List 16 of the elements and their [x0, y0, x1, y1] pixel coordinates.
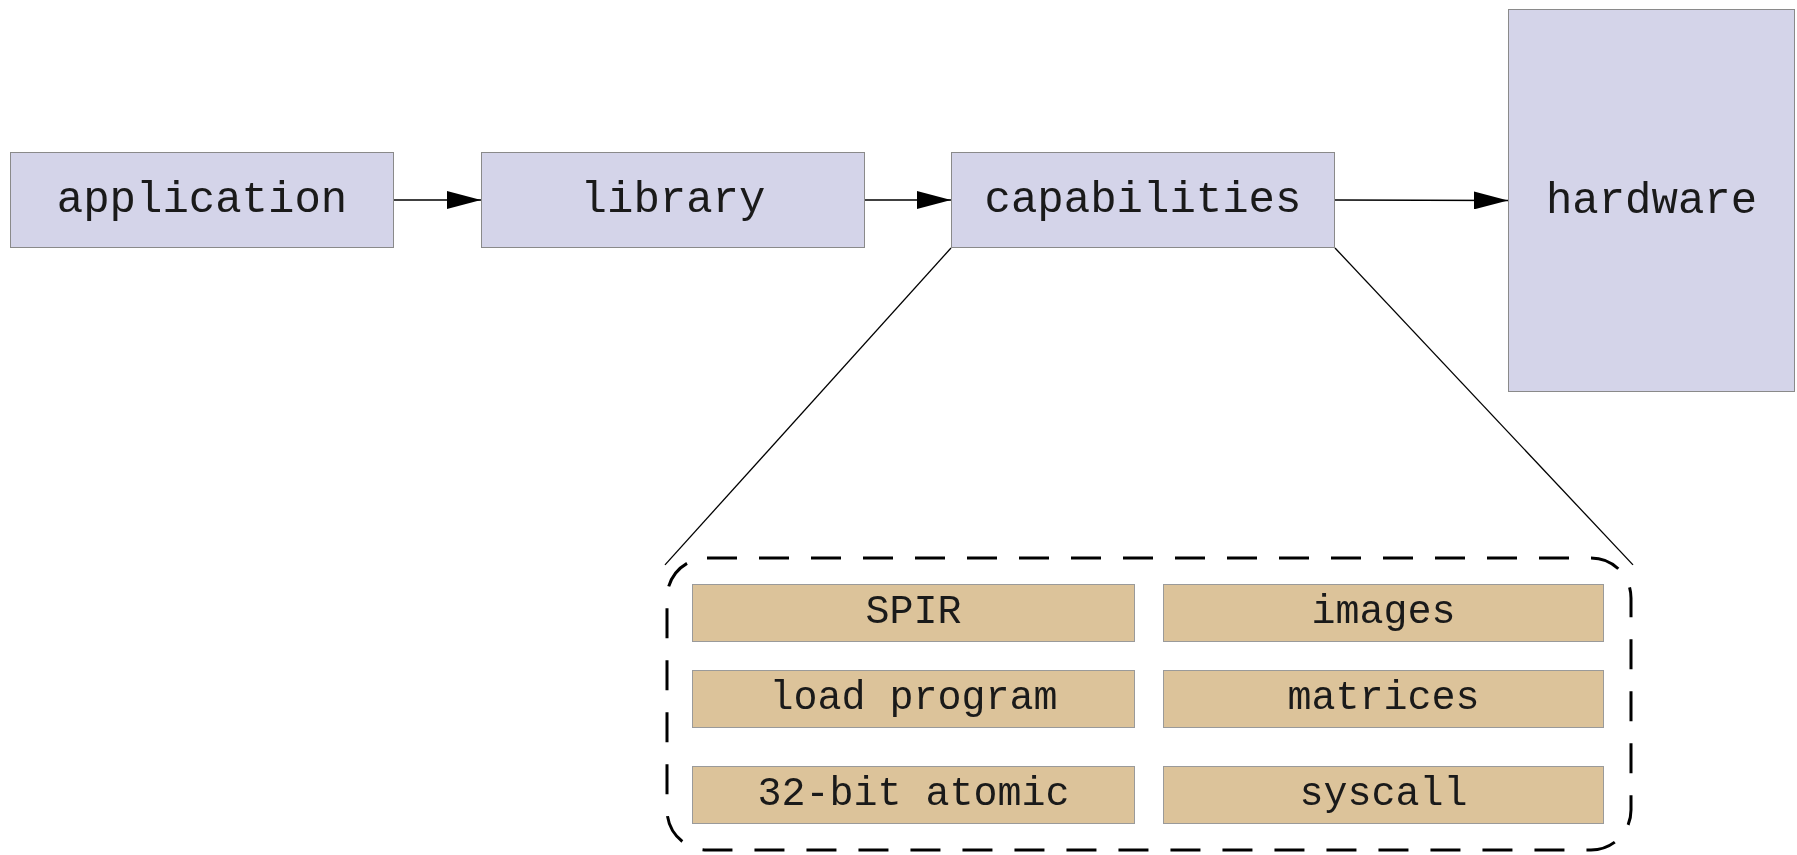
component-box: capabilities: [951, 152, 1335, 248]
capability-box: load program: [692, 670, 1135, 728]
component-box: library: [481, 152, 865, 248]
zoom-line: [664, 247, 952, 566]
component-box: hardware: [1508, 9, 1795, 392]
dashed-group-outline: [665, 556, 1633, 852]
capability-box: syscall: [1163, 766, 1604, 824]
arrow: [1334, 191, 1509, 210]
capability-box: SPIR: [692, 584, 1135, 642]
component-box: application: [10, 152, 394, 248]
arrow: [393, 191, 482, 209]
capability-box: 32-bit atomic: [692, 766, 1135, 824]
arrow: [864, 191, 952, 209]
capability-box: matrices: [1163, 670, 1604, 728]
capability-box: images: [1163, 584, 1604, 642]
zoom-line: [1334, 247, 1634, 566]
